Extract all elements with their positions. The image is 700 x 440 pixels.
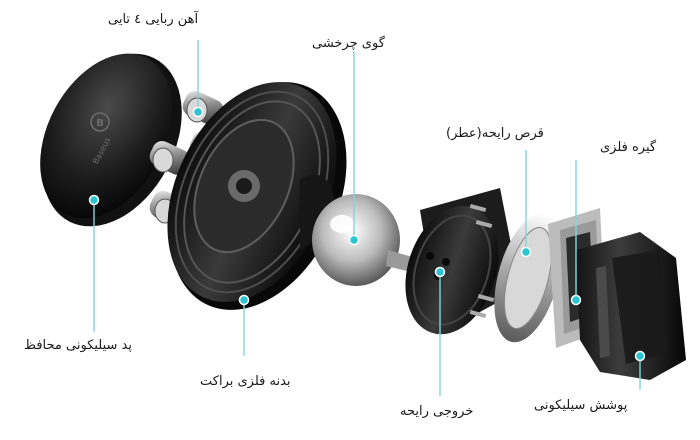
callout-dot: [570, 294, 582, 306]
label-scent-disc: قرص رایحه(عطر): [446, 126, 544, 141]
callout-dot: [348, 234, 360, 246]
silicone-pad-part: B Baseus: [40, 53, 182, 227]
callout-dot: [238, 294, 250, 306]
label-metal-clip: گیره فلزی: [600, 140, 657, 155]
metal-body-part: [167, 82, 347, 310]
callout-lines: [93, 40, 641, 396]
callout-dot: [192, 106, 204, 118]
callout-dot: [634, 350, 646, 362]
silicone-cover-part: [576, 232, 686, 380]
callout-dot: [520, 246, 532, 258]
label-scent-outlet: خروجی رایحه: [400, 404, 474, 419]
label-silicone-cover: پوشش سیلیکونی: [534, 398, 628, 413]
label-swivel-ball: گوی چرخشی: [312, 36, 385, 51]
callout-dots: [88, 106, 646, 362]
svg-text:B: B: [96, 118, 104, 129]
scent-disc-part: [494, 213, 562, 343]
label-silicone-pad: پد سیلیکونی محافظ: [24, 338, 132, 353]
label-magnets: آهن ربایی ٤ تایی: [108, 12, 199, 27]
label-metal-body: بدنه فلزی براکت: [200, 374, 291, 389]
callout-dot: [88, 194, 100, 206]
callout-dot: [434, 266, 446, 278]
